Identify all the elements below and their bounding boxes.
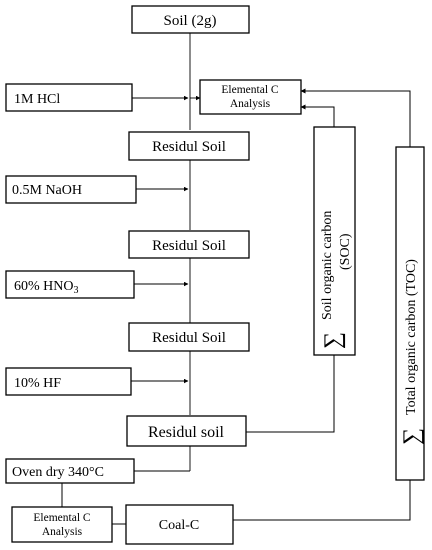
- soc-sigma-icon: ∑: [320, 332, 346, 349]
- coal-label: Coal-C: [159, 518, 199, 533]
- hno3-main-text: 60% HNO: [14, 279, 74, 294]
- residue2-box: Residul Soil: [128, 230, 250, 259]
- hno3-box: 60% HNO3: [5, 270, 135, 299]
- hf-box: 10% HF: [5, 367, 132, 396]
- elemental-top-box: Elemental C Analysis: [199, 79, 302, 115]
- elemental-bottom-line1: Elemental C: [33, 512, 90, 524]
- oven-label: Oven dry 340°C: [12, 465, 104, 480]
- hno3-subscript: 3: [74, 285, 79, 296]
- toc-box: Total organic carbon (TOC) ∑: [395, 146, 425, 481]
- elemental-top-line1: Elemental C: [221, 84, 278, 96]
- soc-line2: (SOC): [338, 233, 353, 270]
- residue2-label: Residul Soil: [152, 238, 226, 254]
- naoh-label: 0.5M NaOH: [12, 183, 82, 198]
- toc-loop-line: [233, 480, 411, 521]
- residue3-box: Residul Soil: [128, 322, 250, 352]
- residue3-label: Residul Soil: [152, 330, 226, 346]
- soil-label: Soil (2g): [164, 13, 217, 29]
- hcl-box: 1M HCl: [5, 83, 133, 112]
- naoh-box: 0.5M NaOH: [5, 175, 137, 204]
- oven-box: Oven dry 340°C: [5, 458, 135, 484]
- toc-up-line: [300, 88, 411, 147]
- elemental-bottom-box: Elemental C Analysis: [11, 506, 113, 543]
- soc-up-line: [300, 104, 335, 127]
- hcl-label: 1M HCl: [14, 92, 60, 107]
- hno3-label: 60% HNO3: [14, 279, 79, 296]
- residue1-label: Residul Soil: [152, 139, 226, 155]
- residue4-box: Residul soil: [126, 415, 247, 447]
- elemental-bottom-line2: Analysis: [42, 526, 83, 538]
- toc-label: Total organic carbon (TOC): [404, 259, 419, 415]
- soil-box: Soil (2g): [131, 5, 250, 34]
- toc-sigma-icon: ∑: [399, 428, 425, 445]
- hf-label: 10% HF: [14, 376, 61, 391]
- coal-box: Coal-C: [125, 504, 234, 545]
- residue4-label: Residul soil: [148, 424, 225, 441]
- soc-loop-line: [246, 355, 335, 433]
- soc-box: Soil organic carbon (SOC) ∑: [313, 126, 356, 356]
- residue1-box: Residul Soil: [128, 131, 250, 161]
- elemental-top-line2: Analysis: [230, 98, 271, 110]
- soc-line1: Soil organic carbon: [320, 211, 335, 320]
